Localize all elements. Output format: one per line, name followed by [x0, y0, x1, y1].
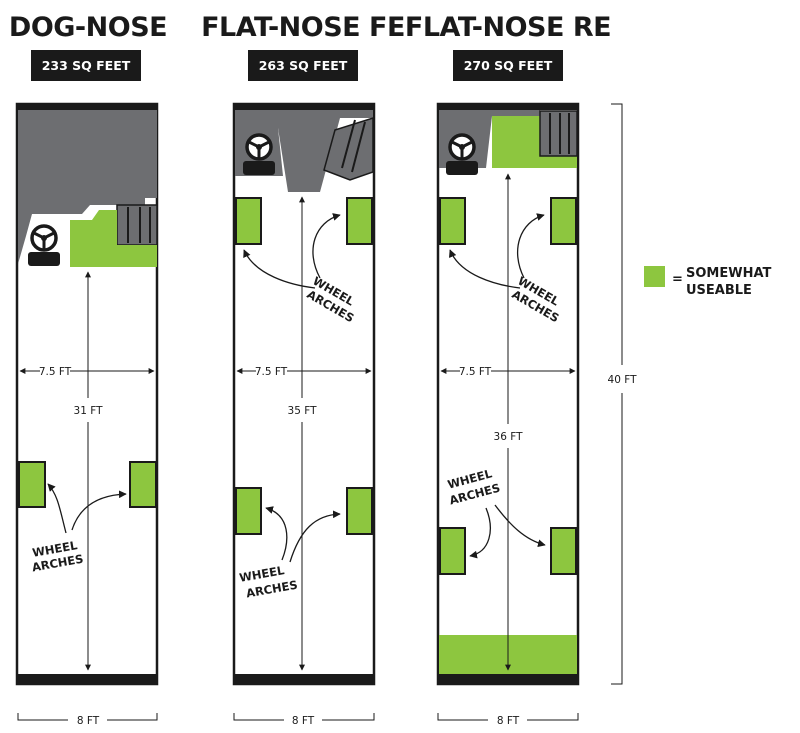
wheel-arch-rear-left	[439, 527, 466, 575]
legend-label-line1: SOMEWHAT	[686, 266, 772, 281]
bus-flat-nose-fe: FLAT-NOSE FE 263 SQ FEET WHEEL ARCHES WH…	[201, 12, 405, 727]
engine-area	[18, 110, 157, 264]
area-badge	[453, 50, 563, 81]
front-bumper	[437, 103, 579, 110]
wheel-arch-left	[18, 461, 46, 508]
interior-width-label: 7.5 FT	[459, 366, 492, 378]
wheel-arch-front-right	[550, 197, 577, 245]
entry-steps	[323, 116, 374, 181]
interior-length-label: 36 FT	[494, 431, 524, 443]
legend-label-line2: USEABLE	[686, 283, 752, 298]
legend-equals: =	[672, 272, 683, 287]
outer-width-label: 8 FT	[77, 715, 100, 727]
area-badge	[31, 50, 141, 81]
useable-area-front	[492, 116, 577, 168]
front-bumper	[16, 103, 158, 110]
bus-title: FLAT-NOSE RE	[405, 12, 611, 43]
outer-width-label: 8 FT	[292, 715, 315, 727]
interior-length-label: 31 FT	[74, 405, 104, 417]
rear-bumper	[233, 674, 375, 684]
engine-area	[235, 110, 373, 192]
useable-area-front	[70, 210, 157, 267]
rear-bumper	[16, 674, 158, 684]
legend-swatch	[644, 266, 665, 287]
legend: = SOMEWHAT USEABLE	[644, 266, 772, 298]
bus-dog-nose: DOG-NOSE 233 SQ FEET WHEEL ARCHES 7.5 FT…	[9, 12, 168, 727]
interior-width-label: 7.5 FT	[255, 366, 288, 378]
area-label: 263 SQ FEET	[259, 58, 348, 73]
entry-steps	[539, 110, 578, 157]
area-label: 233 SQ FEET	[42, 58, 131, 73]
overall-length-label: 40 FT	[608, 374, 638, 386]
area-badge	[248, 50, 358, 81]
wheel-arch-front-right	[346, 197, 373, 245]
bus-flat-nose-re: FLAT-NOSE RE 270 SQ FEET WHEEL ARCHES WH…	[405, 12, 612, 727]
wheel-arch-right	[129, 461, 157, 508]
area-label: 270 SQ FEET	[464, 58, 553, 73]
outer-width-label: 8 FT	[497, 715, 520, 727]
wheel-arch-front-left	[235, 197, 262, 245]
front-bumper	[233, 103, 375, 110]
interior-length-label: 35 FT	[288, 405, 318, 417]
interior-width-label: 7.5 FT	[39, 366, 72, 378]
rear-bumper	[437, 674, 579, 684]
wheel-arch-rear-left	[235, 487, 262, 535]
overall-length-dimension: 40 FT	[608, 103, 638, 685]
wheel-arch-rear-right	[550, 527, 577, 575]
bus-title: FLAT-NOSE FE	[201, 12, 405, 43]
bus-title: DOG-NOSE	[9, 12, 167, 43]
wheel-arch-front-left	[439, 197, 466, 245]
wheel-arch-rear-right	[346, 487, 373, 535]
